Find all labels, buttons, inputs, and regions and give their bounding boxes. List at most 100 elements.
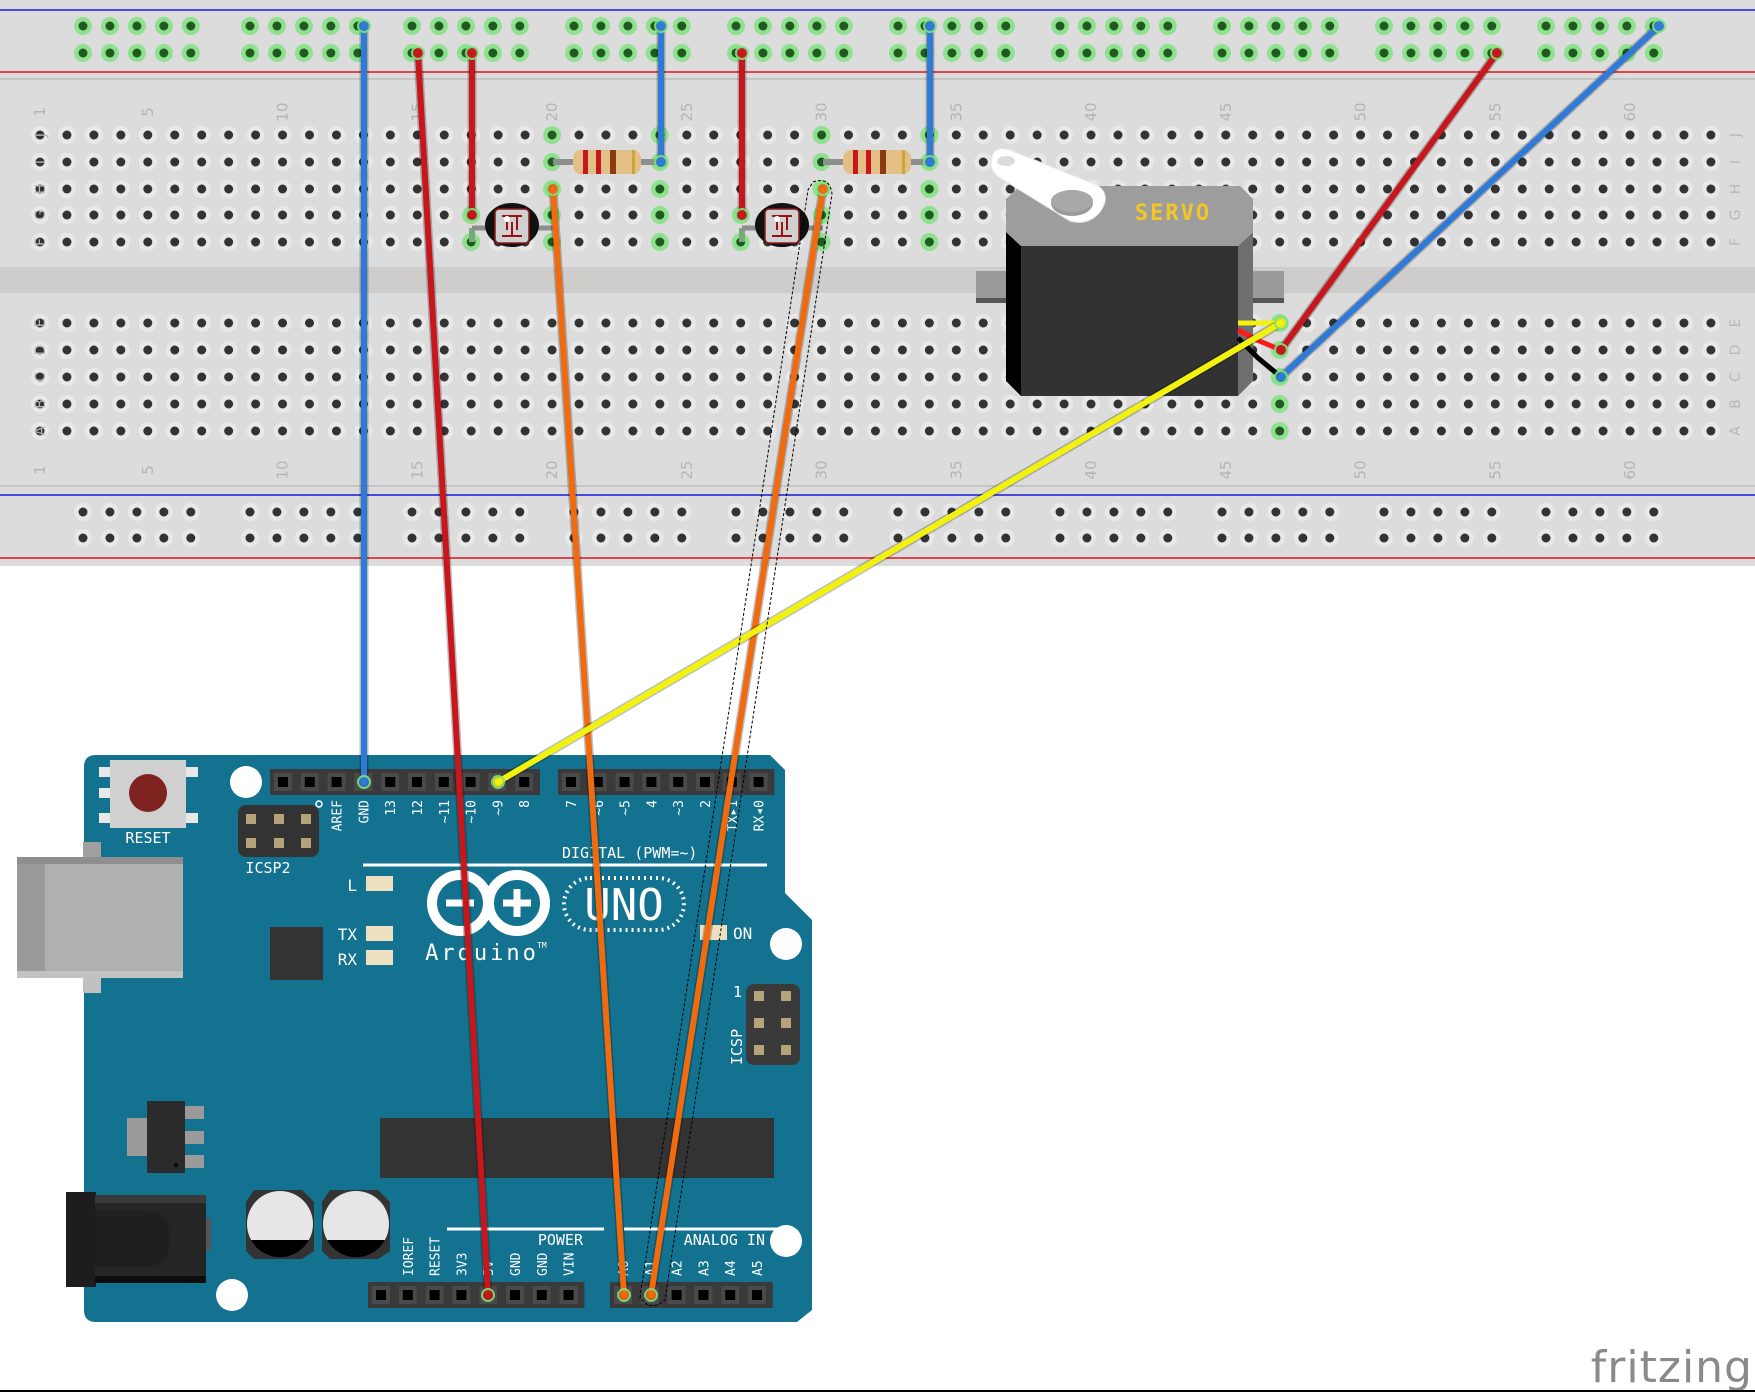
led-label-tx: TX — [338, 925, 358, 944]
breadboard-hole-pin — [331, 345, 341, 355]
wire-gnd-rail-to-arduino-gnd[interactable] — [357, 19, 371, 789]
wire-rail-to-servo-power[interactable] — [1274, 46, 1504, 357]
led-l — [366, 876, 393, 891]
breadboard-hole-pin — [224, 426, 234, 436]
breadboard-hole-pin — [439, 130, 449, 140]
wire-endpoint[interactable] — [923, 19, 937, 33]
header-pin — [465, 777, 476, 787]
breadboard-hole-pin — [628, 345, 638, 355]
breadboard-hole-pin — [870, 372, 880, 382]
wire-endpoint[interactable] — [654, 19, 668, 33]
photoresistor-ldr2[interactable] — [739, 203, 823, 247]
wire-core — [415, 50, 491, 1298]
wire-endpoint[interactable] — [357, 19, 371, 33]
breadboard-hole-pin — [951, 157, 961, 167]
column-number-top: 10 — [274, 102, 292, 121]
rail-hole-pin — [1487, 507, 1497, 517]
wire-rail-to-ldr1[interactable] — [465, 46, 479, 222]
rail-hole-pin — [677, 507, 687, 517]
dc-power-jack[interactable] — [66, 1192, 211, 1287]
wire-endpoint[interactable] — [491, 775, 505, 789]
wire-endpoint[interactable] — [546, 182, 560, 196]
breadboard-hole-pin — [197, 372, 207, 382]
wire-rail-to-servo-ground[interactable] — [1274, 19, 1666, 384]
wire-endpoint[interactable] — [357, 775, 371, 789]
arduino-uno[interactable]: RESET ICSP2 L TX RX ON — [17, 755, 812, 1322]
rail-hole-pin — [1109, 21, 1119, 31]
wire-endpoint[interactable] — [481, 1288, 495, 1302]
breadboard-hole-pin — [143, 426, 153, 436]
breadboard-hole-pin — [1409, 237, 1419, 247]
breadboard-hole-pin — [1275, 184, 1285, 194]
wire-5v-rail-to-arduino-5v[interactable] — [411, 46, 495, 1302]
breadboard-hole-pin — [790, 130, 800, 140]
wire-endpoint[interactable] — [1652, 19, 1666, 33]
row-label-right: F — [1728, 238, 1744, 246]
wire-ldr2-to-a1[interactable] — [644, 182, 830, 1302]
breadboard-hole-pin — [278, 318, 288, 328]
breadboard-hole-pin — [412, 157, 422, 167]
led-tx — [366, 926, 393, 941]
photoresistor-ldr1[interactable] — [469, 203, 553, 247]
breadboard-hole-pin — [709, 184, 719, 194]
breadboard-hole-pin — [385, 399, 395, 409]
wire-endpoint[interactable] — [735, 208, 749, 222]
wire-endpoint[interactable] — [411, 46, 425, 60]
breadboard[interactable]: 1155101015152020252530303535404045455050… — [0, 0, 1755, 566]
breadboard-hole-pin — [1221, 130, 1231, 140]
breadboard-hole-pin — [1032, 130, 1042, 140]
breadboard-hole-pin — [197, 210, 207, 220]
usb-connector[interactable] — [17, 842, 183, 993]
breadboard-hole-pin — [224, 184, 234, 194]
wire-rail-to-r2[interactable] — [923, 19, 937, 169]
breadboard-hole-pin — [574, 399, 584, 409]
breadboard-hole-pin — [655, 399, 665, 409]
breadboard-hole-pin — [89, 237, 99, 247]
pin-label: 7 — [565, 800, 580, 808]
mounting-hole — [230, 766, 262, 798]
resistor-r1[interactable] — [553, 150, 661, 174]
wire-endpoint[interactable] — [1274, 370, 1288, 384]
breadboard-hole-pin — [493, 345, 503, 355]
wire-endpoint[interactable] — [465, 46, 479, 60]
wire-pin9-to-servo-signal[interactable] — [491, 316, 1288, 789]
breadboard-hole-pin — [116, 157, 126, 167]
wire-endpoint[interactable] — [1490, 46, 1504, 60]
rail-hole-pin — [623, 507, 633, 517]
breadboard-hole-pin — [170, 318, 180, 328]
servo-horn[interactable] — [990, 148, 1106, 223]
wire-endpoint[interactable] — [1274, 316, 1288, 330]
wire-endpoint[interactable] — [617, 1288, 631, 1302]
breadboard-hole-pin — [736, 372, 746, 382]
wire-rail-to-ldr2[interactable] — [735, 46, 749, 222]
wire-endpoint[interactable] — [816, 182, 830, 196]
breadboard-hole-pin — [924, 237, 934, 247]
rail-hole-pin — [1136, 48, 1146, 58]
rail-hole-pin — [132, 507, 142, 517]
wire-endpoint[interactable] — [923, 155, 937, 169]
breadboard-hole-pin — [1221, 157, 1231, 167]
breadboard-hole-pin — [1194, 157, 1204, 167]
breadboard-hole-pin — [1113, 399, 1123, 409]
breadboard-hole-pin — [170, 345, 180, 355]
rail-hole-pin — [1163, 533, 1173, 543]
breadboard-hole-pin — [143, 318, 153, 328]
reset-button[interactable] — [99, 760, 198, 828]
breadboard-hole-pin — [197, 184, 207, 194]
rail-hole-pin — [731, 21, 741, 31]
wire-endpoint[interactable] — [1274, 343, 1288, 357]
icsp2-header — [238, 800, 323, 857]
breadboard-hole-pin — [170, 184, 180, 194]
servo-left-side — [1006, 232, 1021, 396]
breadboard-hole-pin — [466, 345, 476, 355]
wire-endpoint[interactable] — [465, 208, 479, 222]
wire-endpoint[interactable] — [735, 46, 749, 60]
wire-rail-to-r1[interactable] — [654, 19, 668, 169]
wire-endpoint[interactable] — [654, 155, 668, 169]
wire-endpoint[interactable] — [644, 1288, 658, 1302]
breadboard-hole-pin — [143, 372, 153, 382]
wire-ldr1-to-a0[interactable] — [546, 182, 631, 1302]
resistor-r2[interactable] — [823, 150, 930, 174]
breadboard-hole-pin — [1706, 345, 1716, 355]
breadboard-hole-pin — [709, 399, 719, 409]
